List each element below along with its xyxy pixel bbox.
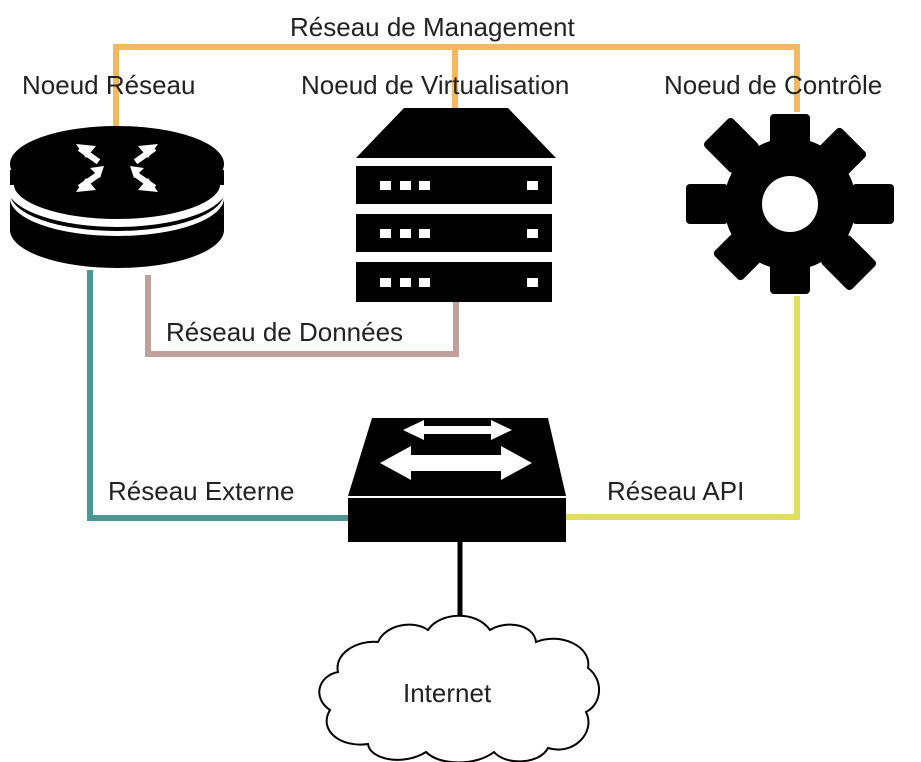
gear-icon [686,114,894,294]
server-rack-icon [356,108,556,302]
virtualization-node-label: Noeud de Virtualisation [301,70,569,100]
external-network-link [87,270,348,521]
external-network-label: Réseau Externe [108,476,294,506]
switch-icon [348,418,566,542]
data-network-label: Réseau de Données [166,317,403,347]
network-node-label: Noeud Réseau [22,70,195,100]
control-node-label: Noeud de Contrôle [664,70,882,100]
management-network-label: Réseau de Management [290,12,576,42]
api-network-link [566,296,800,520]
api-network-label: Réseau API [607,476,744,506]
cloud-icon [318,614,600,762]
management-network-link [113,44,800,128]
data-network-link [145,275,459,357]
router-icon [6,126,228,268]
internet-label: Internet [403,678,492,708]
